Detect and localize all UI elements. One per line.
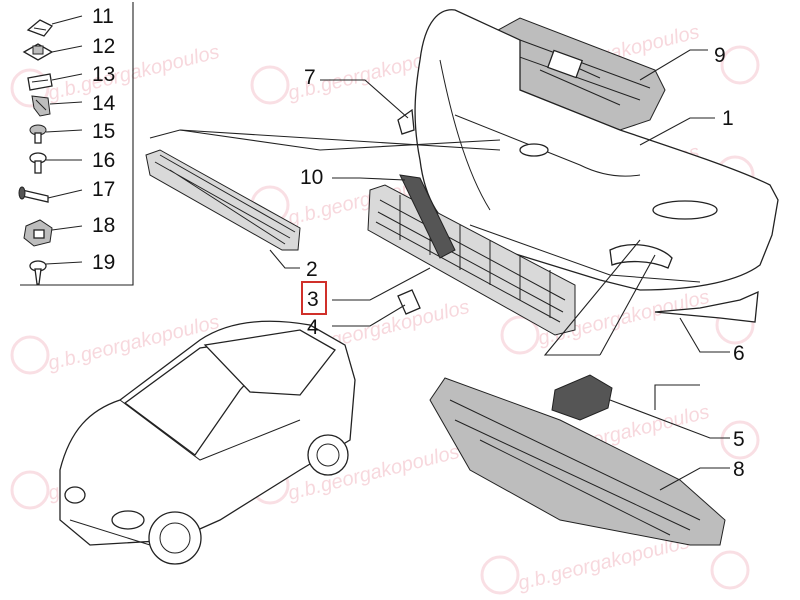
side-trim xyxy=(654,290,759,323)
lower-grille xyxy=(367,184,576,336)
upper-crossmember xyxy=(479,17,666,131)
callout-2: 2 xyxy=(306,258,318,281)
nut-clip-icon xyxy=(22,43,54,61)
retainer-icon xyxy=(27,73,53,91)
spring-clip-icon xyxy=(23,219,53,247)
legend-border xyxy=(20,2,134,286)
screw-icon xyxy=(29,260,47,285)
callout-5: 5 xyxy=(733,428,745,451)
grille-insert xyxy=(399,174,456,259)
upper-grille xyxy=(145,149,301,251)
legend-number-17: 17 xyxy=(92,178,115,201)
selected-part-highlight xyxy=(301,281,327,315)
callout-8: 8 xyxy=(733,458,745,481)
callout-6: 6 xyxy=(733,342,745,365)
callout-1: 1 xyxy=(722,107,734,130)
lower-absorber xyxy=(429,377,726,546)
long-screw-icon xyxy=(18,186,49,203)
callout-numbers: 7 9 1 10 2 3 4 6 5 8 xyxy=(300,44,745,481)
callout-10: 10 xyxy=(300,166,323,189)
tow-hook-cover xyxy=(397,289,421,315)
callout-4: 4 xyxy=(307,316,319,339)
legend-number-19: 19 xyxy=(92,251,115,274)
bumper-cap xyxy=(397,108,415,135)
watermark-text: g.b.georgakopoulos xyxy=(46,41,222,105)
fog-lamp-bezel xyxy=(551,374,613,421)
callout-9: 9 xyxy=(714,44,726,67)
legend-number-14: 14 xyxy=(92,92,116,115)
leader-lines xyxy=(149,49,730,491)
callout-7: 7 xyxy=(304,66,316,89)
legend-number-15: 15 xyxy=(92,120,115,143)
legend-number-13: 13 xyxy=(92,63,115,86)
bracket-clip-icon xyxy=(31,95,51,117)
legend-number-18: 18 xyxy=(92,214,115,237)
push-pin-icon xyxy=(29,152,47,174)
legend-number-12: 12 xyxy=(92,35,115,58)
front-bumper-cover xyxy=(414,9,779,291)
car-illustration xyxy=(59,320,356,565)
clip-icon xyxy=(26,19,54,37)
callout-3: 3 xyxy=(307,288,319,311)
rivet-icon xyxy=(29,124,47,144)
fastener-legend: 11 12 13 14 15 xyxy=(18,2,134,286)
legend-number-16: 16 xyxy=(92,149,115,172)
legend-number-11: 11 xyxy=(92,5,114,28)
